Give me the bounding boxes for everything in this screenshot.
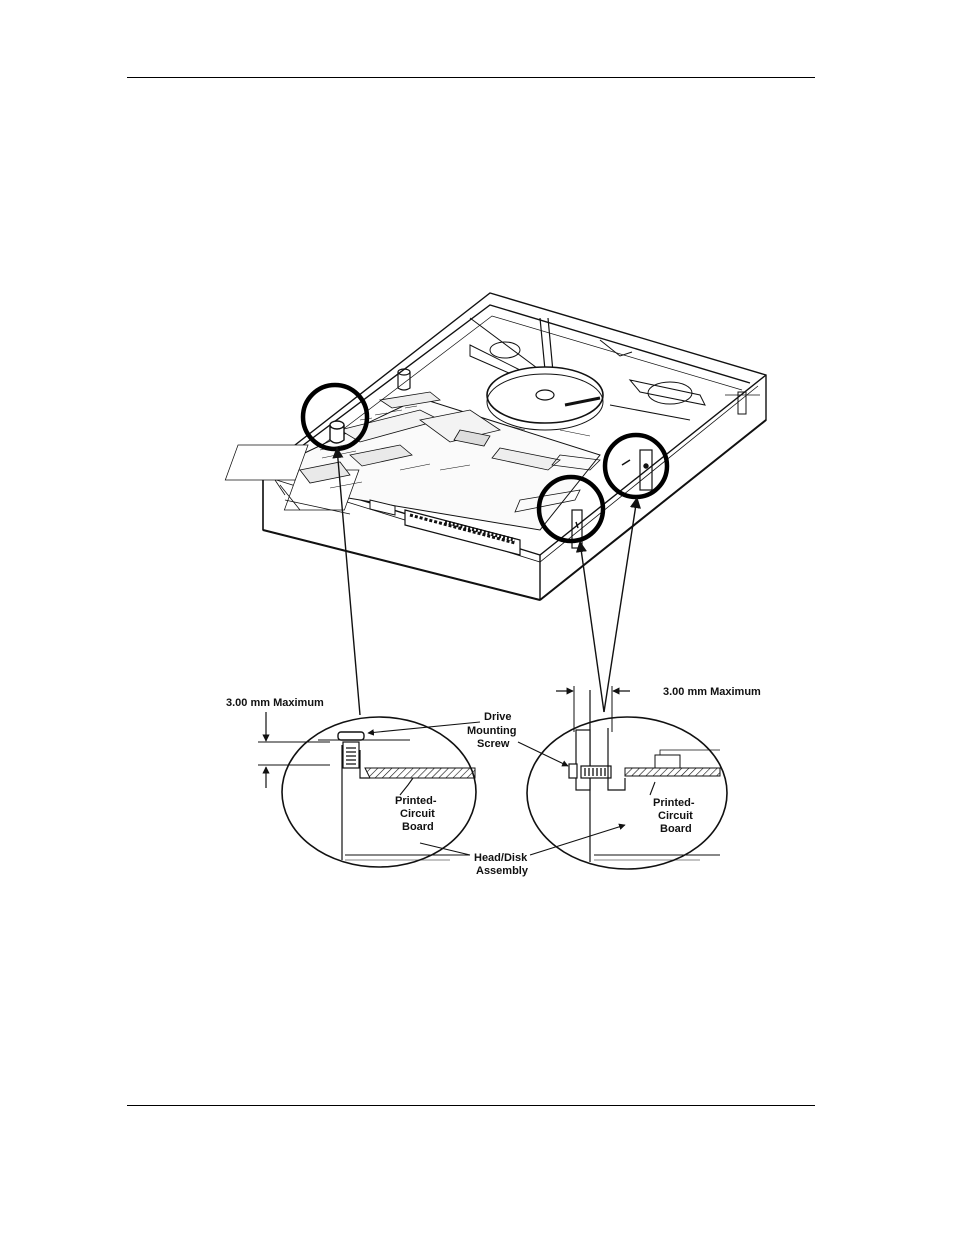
- hda-label-line2: Assembly: [476, 865, 529, 877]
- right-pcb-label-line2: Circuit: [658, 810, 693, 822]
- hard-drive-illustration: [225, 293, 766, 600]
- left-detail-callout: [258, 712, 480, 867]
- left-dimension-label: 3.00 mm Maximum: [226, 697, 324, 709]
- screw-label-line3: Screw: [477, 738, 510, 750]
- right-pcb-label-line3: Board: [660, 823, 692, 835]
- screw-label-line1: Drive: [484, 711, 512, 723]
- right-detail-callout: [518, 686, 727, 869]
- right-dimension-label: 3.00 mm Maximum: [663, 686, 761, 698]
- footer-rule: [127, 1105, 815, 1106]
- right-pcb-label-line1: Printed-: [653, 797, 695, 809]
- left-pcb-label-line1: Printed-: [395, 795, 437, 807]
- hda-label-line1: Head/Disk: [474, 852, 528, 864]
- left-pcb-label-line2: Circuit: [400, 808, 435, 820]
- screw-label-line2: Mounting: [467, 725, 516, 737]
- left-pcb-label-line3: Board: [402, 821, 434, 833]
